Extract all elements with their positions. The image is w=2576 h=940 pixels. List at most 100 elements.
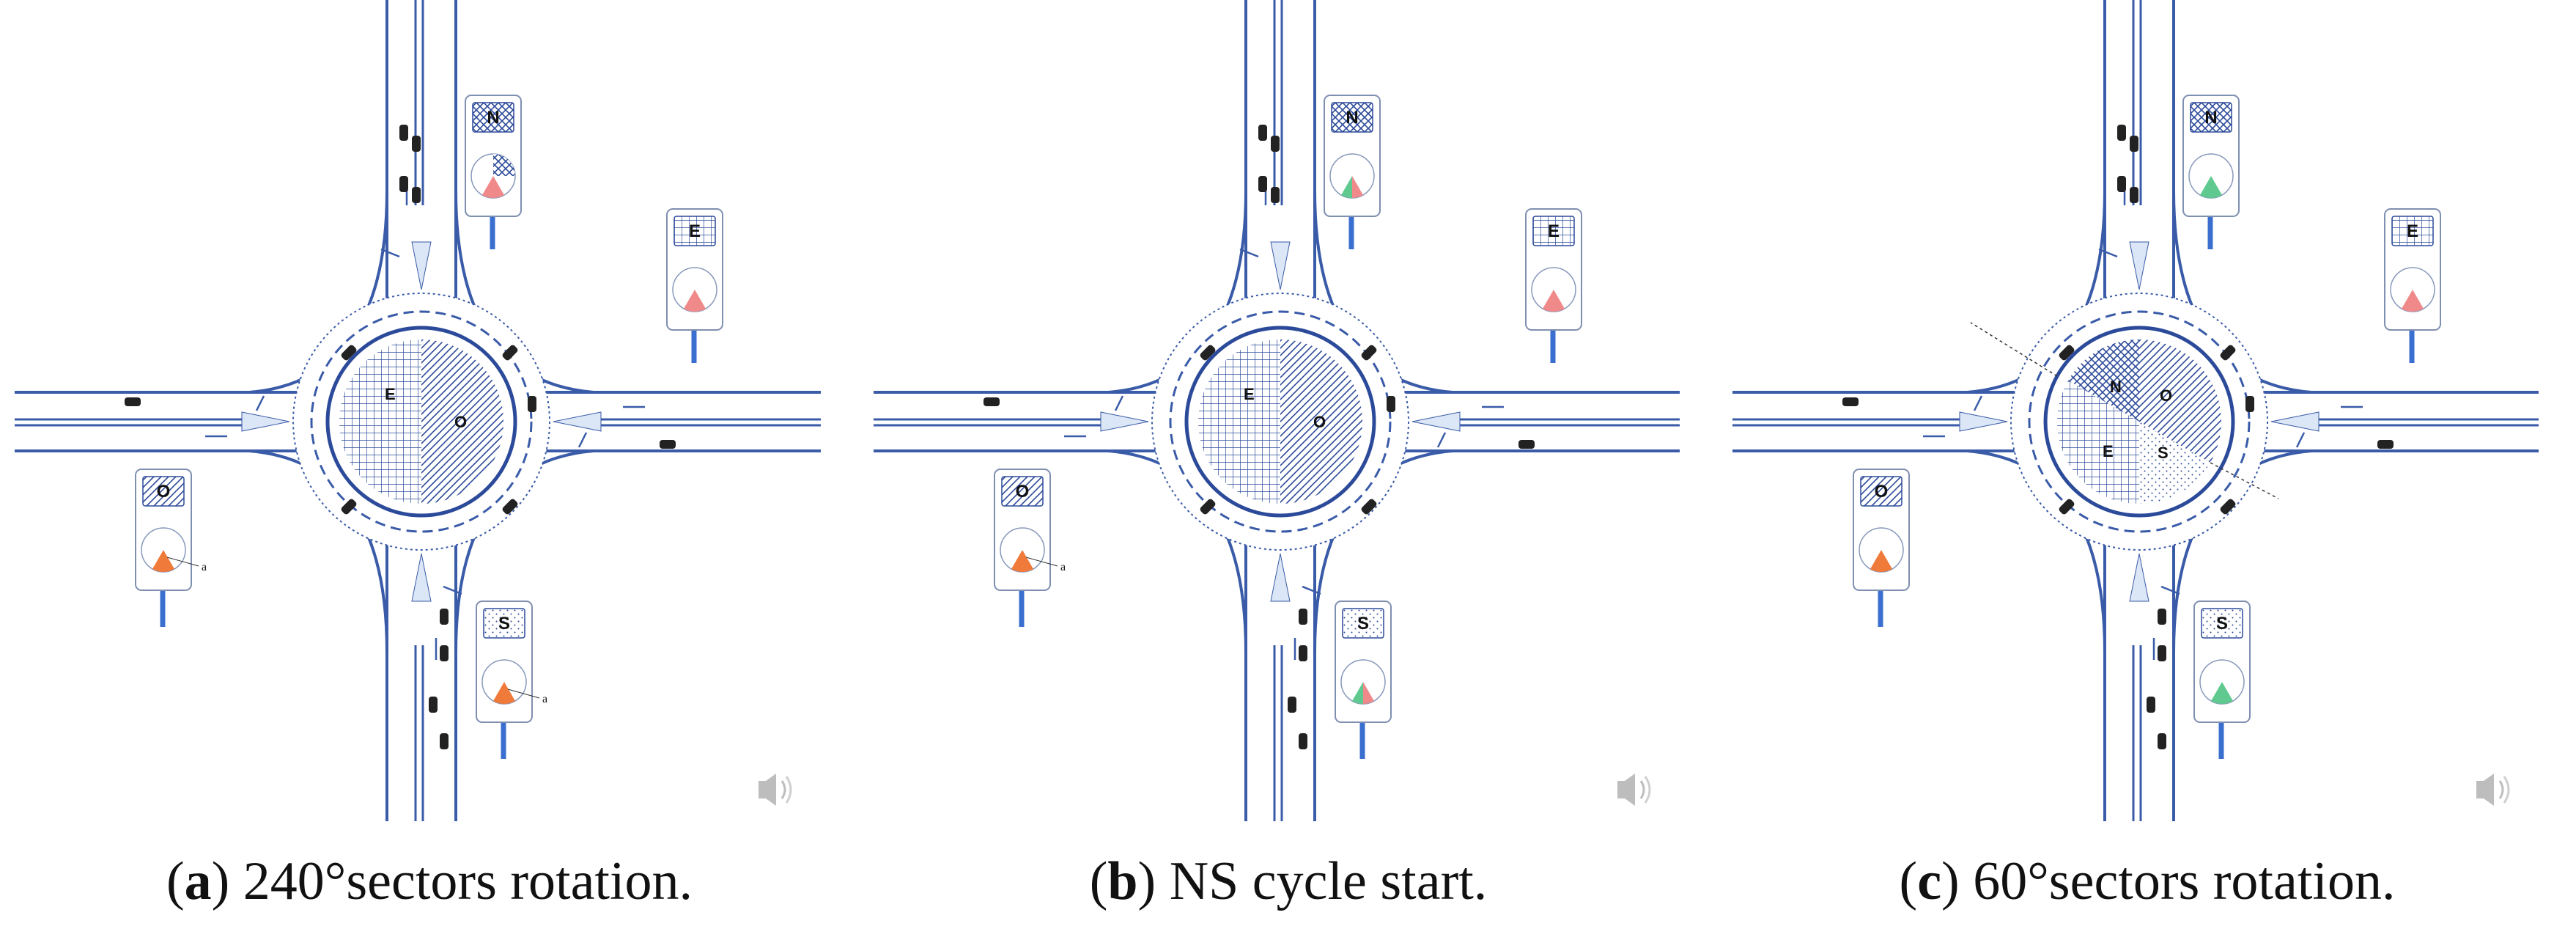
signal-label-box <box>1860 476 1903 507</box>
cars <box>1842 125 2394 749</box>
splitter-island <box>2129 241 2149 290</box>
car-icon <box>1258 125 1267 141</box>
splitter-island <box>2129 553 2149 602</box>
speaker-icon <box>2476 774 2510 806</box>
lane-arrow <box>577 432 588 448</box>
island-label: E <box>385 385 396 403</box>
lane-arrows <box>205 183 645 660</box>
splitter-island <box>2270 411 2319 432</box>
lane-arrow <box>1973 395 1983 411</box>
car-icon <box>1288 697 1296 713</box>
traffic-signal-e: E <box>666 208 723 363</box>
green-sector <box>2200 176 2222 199</box>
traffic-signal-n: N <box>2182 95 2240 249</box>
car-icon <box>983 397 1000 406</box>
car-icon <box>660 440 676 449</box>
caption: (b) NS cycle start. <box>1089 851 1488 911</box>
car-icon <box>399 176 408 192</box>
car-icon <box>1271 136 1280 152</box>
sector-s <box>2139 422 2210 504</box>
signal-label-box <box>2391 216 2434 246</box>
car-icon <box>412 187 421 203</box>
sector-n <box>2068 339 2139 422</box>
signal-label-box <box>483 608 525 639</box>
signal-label: E <box>689 221 701 241</box>
car-icon <box>1518 440 1535 449</box>
orange-sector <box>152 550 174 573</box>
lane-arrow <box>443 585 462 595</box>
car-icon <box>2117 125 2126 141</box>
cars <box>983 125 1535 749</box>
green-sector <box>2211 682 2233 704</box>
speaker-body <box>759 774 776 806</box>
car-icon <box>2130 136 2138 152</box>
island-label: O <box>454 413 467 431</box>
car-icon <box>528 396 536 412</box>
signal-label: S <box>2216 614 2228 634</box>
sector-o <box>421 339 503 504</box>
car-icon <box>429 697 438 713</box>
speaker-wave <box>2503 776 2510 804</box>
car-icon <box>440 609 449 625</box>
annotation-label: a <box>202 561 207 573</box>
ring-lane <box>310 310 533 533</box>
signal-label: O <box>1016 482 1030 502</box>
car-icon <box>341 499 357 515</box>
traffic-signal-s: Sa <box>476 601 547 759</box>
traffic-signal-o: O <box>1853 469 1910 627</box>
green-sector <box>1352 682 1363 704</box>
car-icon <box>2158 609 2166 625</box>
car-icon <box>1299 733 1307 749</box>
lane-arrow <box>1302 585 1321 595</box>
splitter-island <box>1270 241 1291 290</box>
splitter-island <box>1411 411 1461 432</box>
island-label: O <box>1313 413 1326 431</box>
sector-guide-line <box>1970 322 2058 377</box>
sector-o <box>2139 339 2221 463</box>
car-icon <box>2220 345 2236 361</box>
signal-label: S <box>1357 614 1369 634</box>
caption: (c) 60°sectors rotation. <box>1899 851 2396 911</box>
pattern-sector <box>493 154 515 176</box>
lane-arrow <box>2098 248 2118 258</box>
island-label: E <box>1244 385 1255 403</box>
lane-arrows <box>1064 183 1504 660</box>
signal-label-box <box>142 476 185 507</box>
traffic-signal-e: E <box>1525 208 1582 363</box>
car-icon <box>502 345 518 361</box>
signal-label-box <box>1342 608 1384 639</box>
car-icon <box>440 645 449 661</box>
car-icon <box>2158 733 2166 749</box>
annotation-label: a <box>542 693 547 705</box>
signal-label: N <box>487 108 499 128</box>
lane-arrow <box>255 395 265 411</box>
speaker-wave <box>785 776 792 804</box>
car-icon <box>2059 345 2075 361</box>
car-icon <box>2059 499 2075 515</box>
sector-e <box>2057 381 2139 504</box>
traffic-signal-o: Oa <box>994 469 1066 627</box>
speaker-wave <box>780 780 786 799</box>
car-icon <box>341 345 357 361</box>
lane-arrow <box>1436 432 1447 448</box>
signal-label: N <box>1346 108 1358 128</box>
traffic-signal-e: E <box>2384 208 2441 363</box>
car-icon <box>2377 440 2394 449</box>
annotation-line <box>166 557 199 567</box>
splitter-island <box>553 411 602 432</box>
splitter-island <box>241 411 290 432</box>
orange-sector <box>493 682 515 704</box>
car-icon <box>1258 176 1267 192</box>
orange-sector <box>1011 550 1033 573</box>
car-icon <box>1299 645 1307 661</box>
car-icon <box>2220 499 2236 515</box>
car-icon <box>1299 609 1307 625</box>
island-label: O <box>2160 386 2172 405</box>
lane-arrows <box>1923 183 2363 660</box>
red-sector <box>1352 176 1363 198</box>
